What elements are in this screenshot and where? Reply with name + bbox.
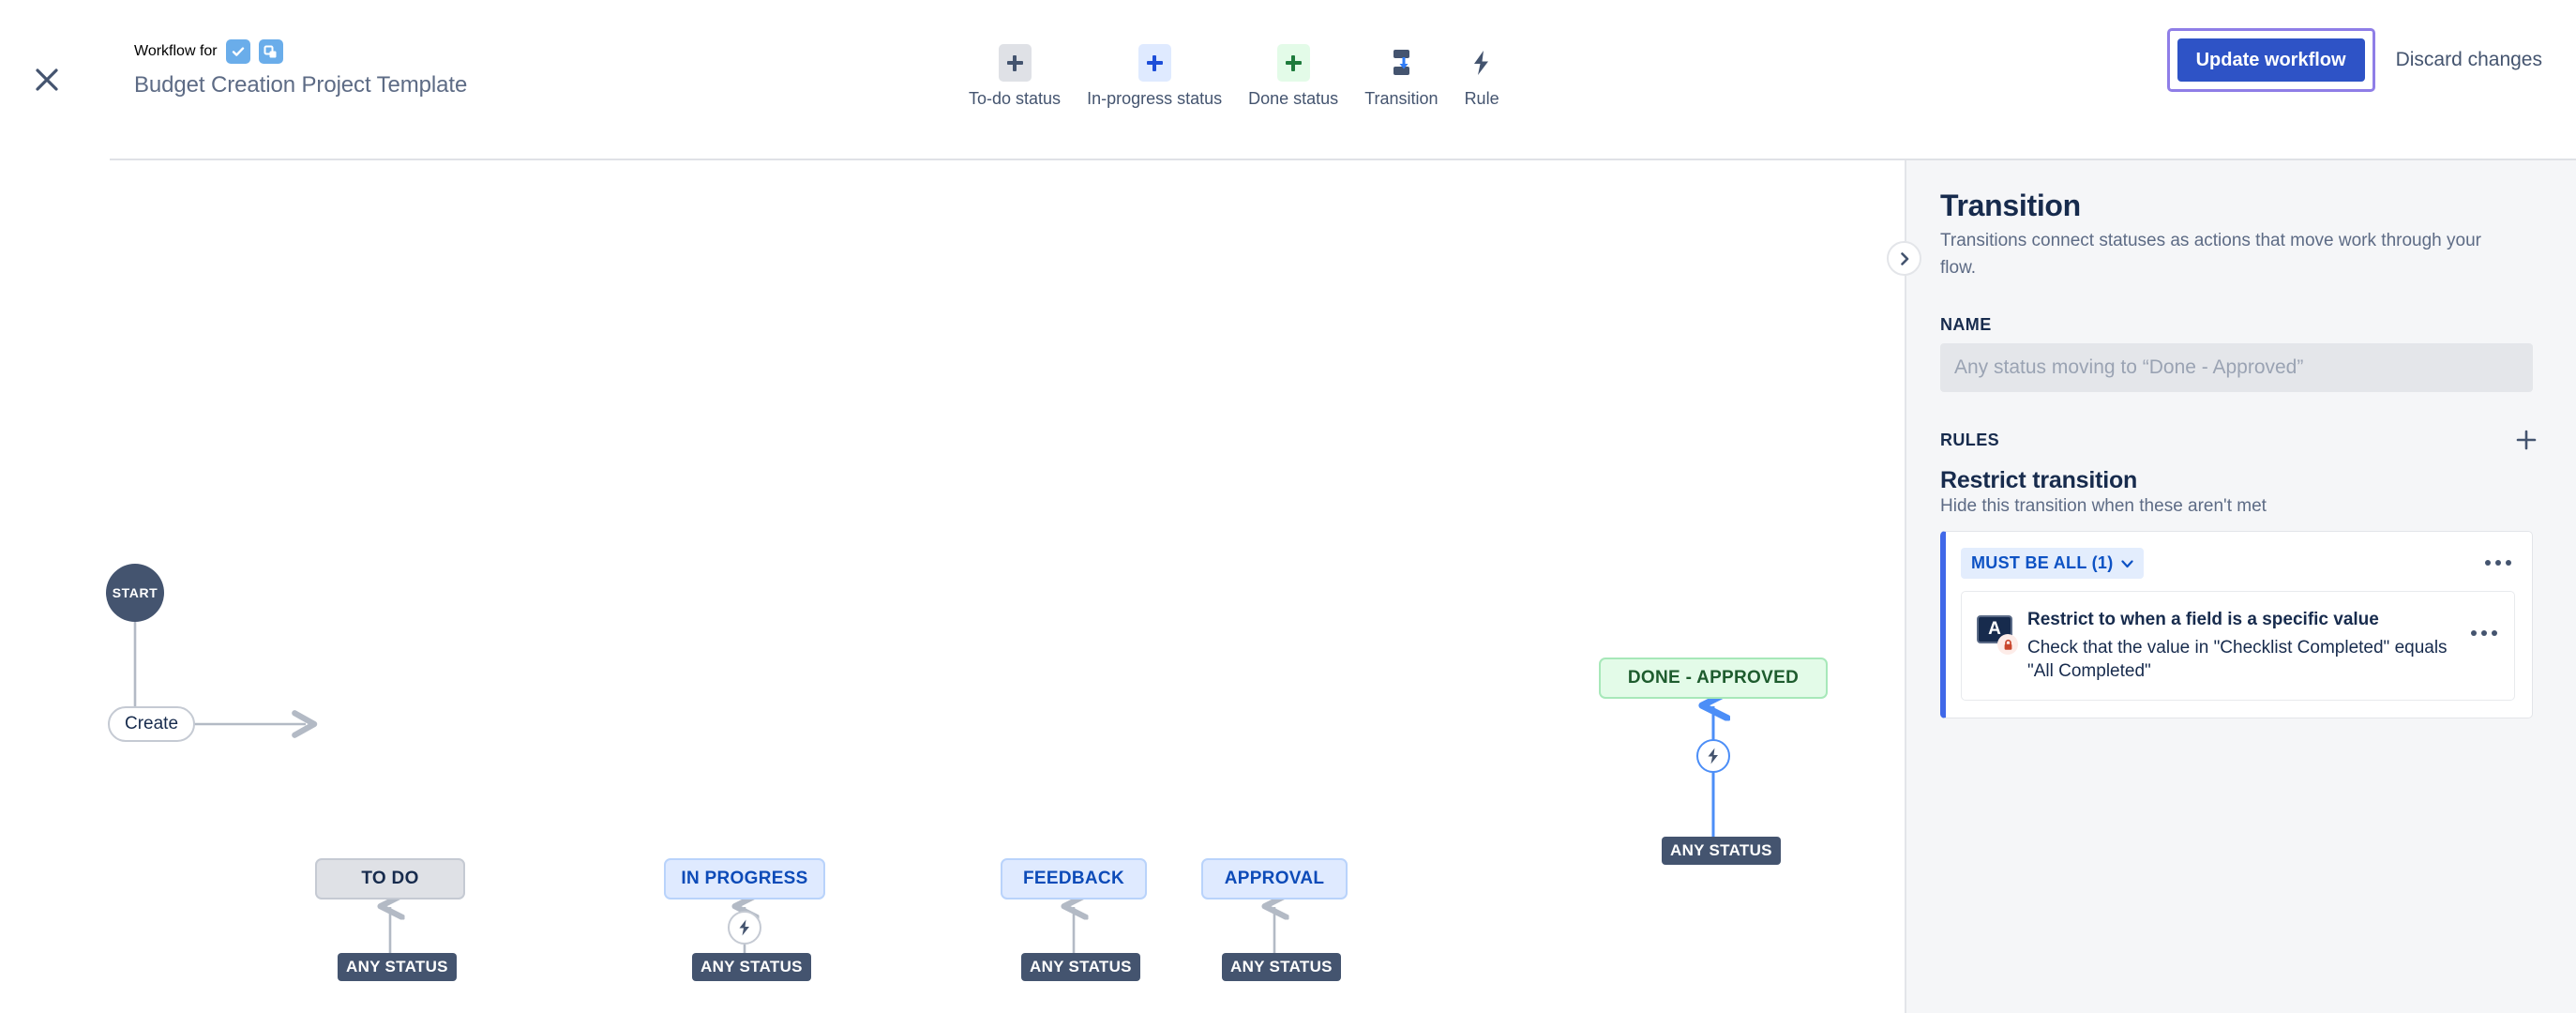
app-header: Workflow for Budget Creation Project Tem… [0, 0, 2576, 159]
add-rule-toolbar-button[interactable]: Rule [1452, 44, 1513, 109]
bolt-icon [1466, 44, 1499, 82]
status-node-approval[interactable]: APPROVAL [1201, 858, 1348, 900]
transition-name-input[interactable] [1940, 343, 2533, 392]
header-divider [110, 159, 2576, 160]
page-title: Workflow for Budget Creation Project Tem… [134, 38, 467, 99]
rule-item[interactable]: A Restrict to when a field is a specific… [1961, 591, 2515, 701]
transition-create[interactable]: Create [108, 706, 196, 742]
header-actions: Update workflow Discard changes [2166, 28, 2542, 92]
copy-issue-type-icon [258, 39, 283, 64]
discard-changes-button[interactable]: Discard changes [2395, 49, 2542, 70]
panel-title: Transition [1940, 189, 2081, 222]
rules-label: RULES [1940, 430, 2000, 449]
add-transition-button[interactable]: Transition [1351, 44, 1451, 109]
add-inprogress-status-button[interactable]: In-progress status [1074, 44, 1235, 109]
rule-text-block: Restrict to when a field is a specific v… [2027, 608, 2454, 683]
start-node[interactable]: START [106, 564, 164, 622]
transition-rule-badge-done-approved[interactable] [1696, 739, 1730, 773]
plus-icon [998, 44, 1032, 82]
restrict-transition-subtitle: Hide this transition when these aren't m… [1940, 496, 2267, 516]
must-be-all-label: MUST BE ALL (1) [1971, 552, 2114, 572]
rules-header: RULES [1940, 426, 2542, 454]
any-status-chip[interactable]: ANY STATUS [1021, 953, 1140, 981]
status-node-done-approved[interactable]: DONE - APPROVED [1599, 658, 1828, 699]
workflow-subtitle: Budget Creation Project Template [134, 72, 468, 98]
status-node-in-progress[interactable]: IN PROGRESS [664, 858, 825, 900]
name-label: NAME [1940, 315, 1992, 334]
status-node-feedback[interactable]: FEEDBACK [1001, 858, 1147, 900]
plus-icon [1137, 44, 1171, 82]
rule-group-card: MUST BE ALL (1) A Restrict to when a fie… [1940, 531, 2533, 718]
status-node-to-do[interactable]: TO DO [315, 858, 465, 900]
chevron-down-icon [2120, 553, 2133, 573]
rule-description: Check that the value in "Checklist Compl… [2027, 638, 2448, 681]
update-workflow-focus-ring: Update workflow [2166, 28, 2375, 92]
more-options-icon[interactable] [2467, 625, 2501, 642]
panel-description: Transitions connect statuses as actions … [1940, 231, 2481, 278]
any-status-chip[interactable]: ANY STATUS [338, 953, 457, 981]
workflow-title-text: Workflow for [134, 43, 218, 59]
tool-label-done: Done status [1248, 89, 1339, 108]
tool-label-todo: To-do status [969, 89, 1062, 108]
tool-label-rule: Rule [1464, 89, 1499, 108]
must-be-all-dropdown[interactable]: MUST BE ALL (1) [1961, 547, 2144, 579]
workflow-toolbar: To-do status In-progress status Done sta… [956, 44, 1513, 109]
any-status-chip[interactable]: ANY STATUS [692, 953, 811, 981]
any-status-chip-selected[interactable]: ANY STATUS [1662, 837, 1781, 865]
plus-icon[interactable] [2510, 424, 2542, 456]
workflow-canvas[interactable]: START Create TO DO IN PROGRESS FEEDBACK … [0, 160, 1904, 1013]
tool-label-inprogress: In-progress status [1087, 89, 1223, 108]
more-options-icon[interactable] [2481, 554, 2515, 571]
add-todo-status-button[interactable]: To-do status [956, 44, 1074, 109]
add-done-status-button[interactable]: Done status [1235, 44, 1351, 109]
transition-icon [1385, 44, 1418, 82]
field-value-icon: A [1977, 615, 2018, 655]
transition-rule-badge-in-progress[interactable] [728, 911, 761, 945]
checkbox-checked-icon [225, 39, 250, 64]
any-status-chip[interactable]: ANY STATUS [1222, 953, 1341, 981]
rule-title: Restrict to when a field is a specific v… [2027, 610, 2379, 629]
restrict-transition-title: Restrict transition [1940, 467, 2138, 493]
close-icon[interactable] [26, 59, 68, 100]
rule-group-header: MUST BE ALL (1) [1961, 547, 2515, 579]
update-workflow-button[interactable]: Update workflow [2177, 38, 2365, 82]
transition-details-panel: Transition Transitions connect statuses … [1905, 160, 2576, 1013]
chevron-right-icon[interactable] [1887, 241, 1921, 276]
tool-label-transition: Transition [1364, 89, 1439, 108]
plus-icon [1276, 44, 1310, 82]
lock-icon [1997, 634, 2018, 655]
